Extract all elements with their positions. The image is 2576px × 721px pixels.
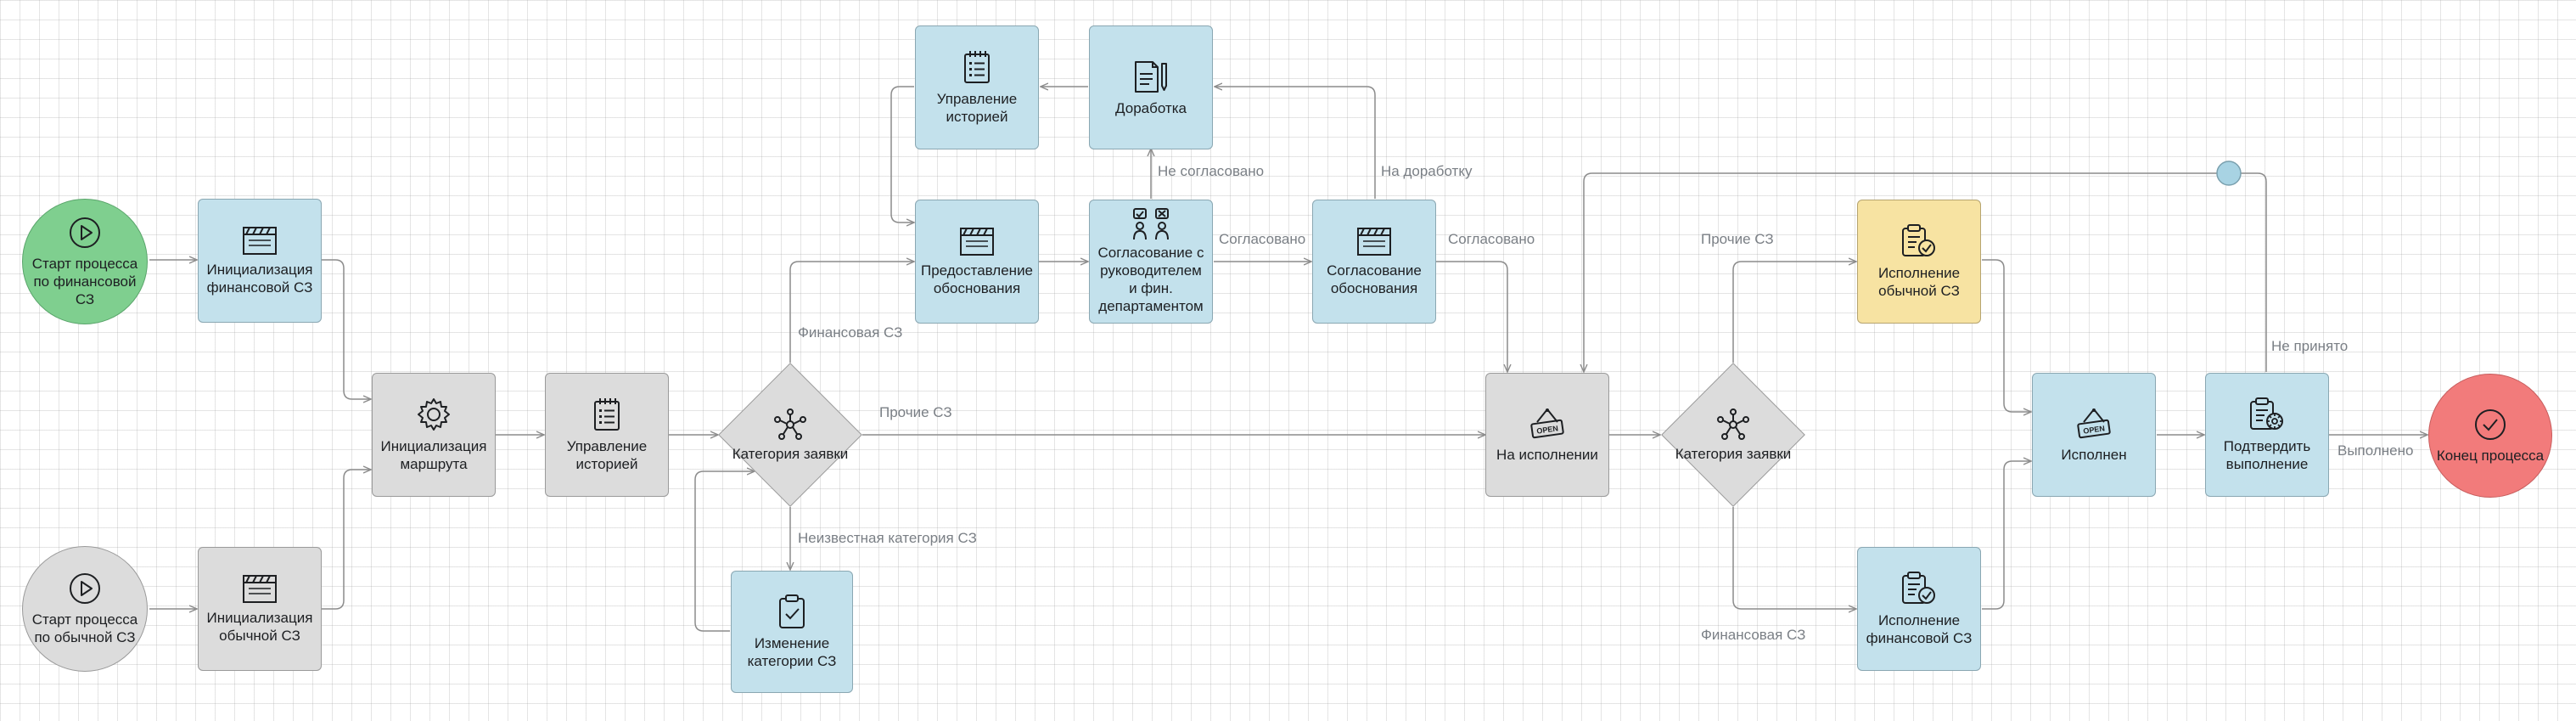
edge-category2-fin bbox=[1732, 507, 1856, 609]
edge-label-fin-sz: Финансовая СЗ bbox=[798, 324, 903, 341]
edge-label-approved-2: Согласовано bbox=[1448, 231, 1535, 247]
start-event-regular-label: Старт процесса по обычной СЗ bbox=[31, 611, 138, 645]
edge-exec-fin-to-done bbox=[1982, 461, 2031, 610]
task-approval-manager[interactable]: Согласование с руководителем и фин. депа… bbox=[1089, 200, 1213, 324]
task-change-category-label: Изменение категории СЗ bbox=[747, 635, 837, 669]
open-sign-icon: OPEN bbox=[1530, 408, 1564, 438]
edge-label-unknown-category: Неизвестная категория СЗ bbox=[798, 530, 977, 546]
task-done[interactable]: OPEN Исполнен bbox=[2032, 373, 2156, 497]
start-event-regular[interactable]: Старт процесса по обычной СЗ bbox=[22, 546, 148, 672]
edge-change-back bbox=[694, 471, 755, 632]
people-approval-icon bbox=[1133, 207, 1169, 239]
gateway-category-label: Категория заявки bbox=[732, 445, 849, 462]
task-exec-financial[interactable]: Исполнение финансовой СЗ bbox=[1857, 547, 1981, 671]
task-exec-financial-label: Исполнение финансовой СЗ bbox=[1866, 612, 1973, 646]
task-approval-justification[interactable]: Согласование обоснования bbox=[1312, 200, 1436, 324]
clipboard-check-icon bbox=[779, 594, 805, 628]
edge-history2-to-provide bbox=[890, 86, 914, 222]
task-exec-regular-label: Исполнение обычной СЗ bbox=[1877, 265, 1961, 299]
edge-label-fin-sz-2: Финансовая СЗ bbox=[1701, 627, 1806, 643]
task-confirm-execution[interactable]: Подтвердить выполнение bbox=[2205, 373, 2329, 497]
clapperboard-icon bbox=[243, 227, 277, 255]
document-pen-icon bbox=[1135, 60, 1167, 93]
task-rework-label: Доработка bbox=[1115, 99, 1187, 116]
edge-label-to-rework: На доработку bbox=[1381, 163, 1473, 179]
svg-text:OPEN: OPEN bbox=[1536, 424, 1559, 435]
branch-network-icon bbox=[1717, 408, 1749, 440]
open-sign-icon: OPEN bbox=[2077, 408, 2111, 438]
gateway-category-2-label: Категория заявки bbox=[1675, 445, 1792, 462]
edge-justif-to-inprogress bbox=[1436, 261, 1507, 372]
end-event-label: Конец процесса bbox=[2436, 447, 2545, 464]
clipboard-gear-icon bbox=[2250, 397, 2283, 430]
edge-category2-other bbox=[1732, 262, 1856, 363]
start-event-financial-label: Старт процесса по финансовой СЗ bbox=[31, 255, 138, 307]
edge-confirm-rejected bbox=[1584, 172, 2267, 372]
task-init-regular-label: Инициализация обычной СЗ bbox=[206, 610, 313, 644]
edge-label-other-sz: Прочие СЗ bbox=[879, 404, 952, 420]
gear-icon bbox=[418, 398, 450, 431]
edge-justif-to-rework bbox=[1215, 87, 1376, 199]
edge-init-fin-to-route bbox=[322, 259, 371, 399]
task-in-progress[interactable]: OPEN На исполнении bbox=[1485, 373, 1609, 497]
edge-init-reg-to-route bbox=[322, 470, 371, 610]
task-init-financial-label: Инициализация финансовой СЗ bbox=[206, 262, 313, 296]
task-init-financial[interactable]: Инициализация финансовой СЗ bbox=[198, 199, 322, 323]
gateway-category[interactable]: Категория заявки bbox=[718, 363, 862, 507]
svg-text:OPEN: OPEN bbox=[2083, 424, 2106, 435]
task-history-management-2[interactable]: Управление историей bbox=[915, 25, 1039, 149]
task-rework[interactable]: Доработка bbox=[1089, 25, 1213, 149]
task-in-progress-label: На исполнении bbox=[1496, 446, 1598, 463]
task-init-route[interactable]: Инициализация маршрута bbox=[372, 373, 496, 497]
task-provide-justification-label: Предоставление обоснования bbox=[920, 262, 1034, 296]
task-approval-manager-label: Согласование с руководителем и фин. депа… bbox=[1097, 244, 1204, 314]
task-history-management[interactable]: Управление историей bbox=[545, 373, 669, 497]
edge-label-other-sz-2: Прочие СЗ bbox=[1701, 231, 1774, 247]
edge-category-fin bbox=[789, 262, 914, 363]
gateway-category-2[interactable]: Категория заявки bbox=[1661, 363, 1805, 507]
branch-network-icon bbox=[774, 408, 806, 440]
edge-label-not-approved: Не согласовано bbox=[1158, 163, 1265, 179]
edge-exec-reg-to-done bbox=[1982, 259, 2031, 412]
task-init-regular[interactable]: Инициализация обычной СЗ bbox=[198, 547, 322, 671]
edge-label-approved-1: Согласовано bbox=[1219, 231, 1306, 247]
play-icon bbox=[70, 217, 100, 248]
task-confirm-execution-label: Подтвердить выполнение bbox=[2223, 438, 2311, 472]
task-change-category[interactable]: Изменение категории СЗ bbox=[731, 571, 853, 693]
task-history-management-2-label: Управление историей bbox=[936, 91, 1018, 125]
task-done-label: Исполнен bbox=[2061, 446, 2127, 463]
task-history-management-label: Управление историей bbox=[566, 438, 648, 472]
check-circle-icon bbox=[2475, 408, 2506, 440]
clapperboard-icon bbox=[960, 228, 994, 256]
start-event-financial[interactable]: Старт процесса по финансовой СЗ bbox=[22, 199, 148, 324]
task-exec-regular[interactable]: Исполнение обычной СЗ bbox=[1857, 200, 1981, 324]
notepad-list-icon bbox=[594, 398, 620, 431]
edge-label-not-accepted: Не принято bbox=[2271, 338, 2349, 354]
task-init-route-label: Инициализация маршрута bbox=[380, 438, 487, 472]
edge-label-completed: Выполнено bbox=[2337, 442, 2414, 459]
task-approval-justification-label: Согласование обоснования bbox=[1327, 262, 1422, 296]
clipboard-check-badge-icon bbox=[1902, 224, 1935, 256]
task-provide-justification[interactable]: Предоставление обоснования bbox=[915, 200, 1039, 324]
clapperboard-icon bbox=[1357, 228, 1391, 256]
clipboard-check-badge-icon bbox=[1902, 572, 1935, 604]
end-event[interactable]: Конец процесса bbox=[2428, 374, 2552, 498]
notepad-list-icon bbox=[964, 51, 990, 83]
clapperboard-icon bbox=[243, 575, 277, 603]
play-icon bbox=[70, 573, 100, 604]
junction-point bbox=[2216, 161, 2242, 186]
